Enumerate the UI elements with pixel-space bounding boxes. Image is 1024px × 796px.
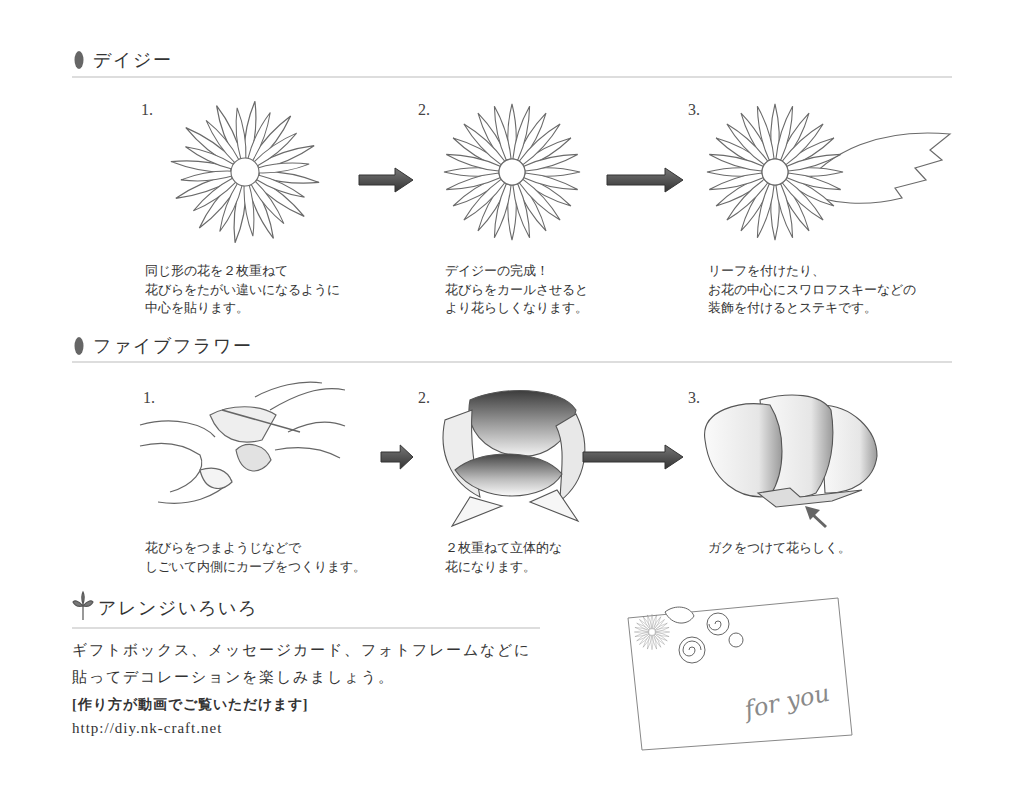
five-flower-top-part bbox=[455, 454, 562, 496]
five-flower-side-part bbox=[805, 506, 820, 520]
body-text: ギフトボックス、メッセージカード、フォトフレームなどに 貼ってデコレーションを楽… bbox=[72, 637, 552, 691]
section-rules bbox=[72, 51, 952, 628]
step-caption: リーフを付けたり、 お花の中心にスワロフスキーなどの 装飾を付けるとステキです。 bbox=[708, 262, 940, 318]
five-flower-side-part bbox=[758, 488, 862, 507]
daisy-layered bbox=[160, 87, 329, 256]
url-text: http://diy.nk-craft.net bbox=[72, 720, 222, 737]
hands-shaping-petal-part bbox=[255, 382, 322, 397]
section-rules-part bbox=[75, 337, 84, 355]
hands-shaping-petal-part bbox=[236, 445, 271, 471]
message-card-part-part bbox=[709, 621, 721, 630]
hands-shaping-petal-part bbox=[140, 421, 215, 437]
section-heading: アレンジいろいろ bbox=[98, 596, 258, 620]
daisy-leaf-part bbox=[692, 89, 859, 256]
message-card-part-part bbox=[679, 637, 705, 663]
step-panel: 1. 花びらをつまようじなどで しごいて内側にカーブをつくります。 bbox=[140, 388, 379, 576]
step-panel: 2. ２枚重ねて立体的な 花になります。 bbox=[415, 388, 581, 576]
hands-shaping-petal-part bbox=[222, 410, 300, 432]
daisy-leaf bbox=[692, 89, 950, 256]
step-arrow bbox=[381, 445, 413, 469]
daisy-leaf-part-part bbox=[692, 89, 859, 256]
message-card-part bbox=[630, 610, 673, 653]
section-rules-part bbox=[72, 77, 952, 78]
five-flower-side-part bbox=[705, 404, 782, 497]
hands-shaping-petal bbox=[140, 382, 345, 503]
hands-shaping-petal-part bbox=[210, 407, 276, 442]
illustration-space bbox=[685, 408, 870, 539]
message-card-part-part bbox=[683, 641, 701, 656]
section-heading: ファイブフラワー bbox=[93, 334, 253, 358]
step-arrow bbox=[583, 445, 683, 469]
section-rules-part bbox=[72, 628, 540, 629]
illustration-space bbox=[415, 120, 605, 262]
step-arrow bbox=[359, 168, 413, 192]
card-script: for you bbox=[742, 679, 832, 724]
illustration-space bbox=[415, 408, 581, 539]
five-flower-side bbox=[705, 395, 877, 527]
message-card-part-part bbox=[630, 610, 673, 653]
step-panel: 2. デイジーの完成！ 花びらをカールさせると より花らしくなります。 bbox=[415, 100, 605, 318]
daisy-layered-part bbox=[160, 87, 329, 256]
message-card-part bbox=[628, 598, 852, 750]
five-flower-side-part bbox=[812, 514, 826, 527]
step-number: 2. bbox=[415, 100, 605, 120]
step-number: 1. bbox=[140, 388, 379, 408]
step-panel: 1. 同じ形の花を２枚重ねて 花びらをたがい違いになるように 中心を貼ります。 bbox=[138, 100, 357, 318]
step-number: 3. bbox=[685, 100, 940, 120]
hands-shaping-petal-part bbox=[140, 443, 202, 492]
illustration-space bbox=[685, 120, 940, 262]
step-caption: デイジーの完成！ 花びらをカールさせると より花らしくなります。 bbox=[445, 262, 605, 318]
step-caption: 花びらをつまようじなどで しごいて内側にカーブをつくります。 bbox=[145, 539, 379, 576]
section-rules-part bbox=[72, 362, 952, 363]
daisy-complete-part bbox=[429, 89, 596, 256]
daisy-layered-part bbox=[231, 158, 259, 186]
message-card-part-part bbox=[729, 633, 743, 647]
message-card-part-part bbox=[707, 613, 729, 635]
illustration-space bbox=[140, 408, 379, 539]
video-note: [作り方が動画でご覧いただけます] bbox=[72, 696, 308, 714]
step-number: 2. bbox=[415, 388, 581, 408]
hands-shaping-petal-part bbox=[275, 448, 340, 458]
step-number: 1. bbox=[138, 100, 357, 120]
section-rules-part bbox=[73, 592, 93, 620]
daisy-layered-part bbox=[161, 91, 329, 253]
five-flower-top-part bbox=[452, 497, 502, 526]
hands-shaping-petal-part bbox=[270, 389, 345, 410]
step-caption: ２枚重ねて立体的な 花になります。 bbox=[445, 539, 581, 576]
message-card-part-part bbox=[665, 607, 694, 623]
five-flower-top-part bbox=[556, 414, 585, 501]
illustration-space bbox=[138, 120, 357, 262]
daisy-complete bbox=[429, 89, 596, 256]
step-arrow bbox=[607, 168, 683, 192]
step-panel: 3. ガクをつけて花らしく。 bbox=[685, 388, 870, 558]
step-number: 3. bbox=[685, 388, 870, 408]
step-caption: ガクをつけて花らしく。 bbox=[708, 539, 870, 558]
step-panel: 3. リーフを付けたり、 お花の中心にスワロフスキーなどの 装飾を付けるとステキで… bbox=[685, 100, 940, 318]
message-card bbox=[628, 598, 852, 750]
five-flower-top bbox=[443, 391, 585, 526]
five-flower-top-part bbox=[530, 490, 578, 521]
message-card-part bbox=[665, 607, 743, 663]
step-caption: 同じ形の花を２枚重ねて 花びらをたがい違いになるように 中心を貼ります。 bbox=[145, 262, 357, 318]
section-heading: デイジー bbox=[93, 48, 173, 72]
hands-shaping-petal-part bbox=[200, 468, 232, 488]
section-rules-part bbox=[75, 51, 84, 69]
